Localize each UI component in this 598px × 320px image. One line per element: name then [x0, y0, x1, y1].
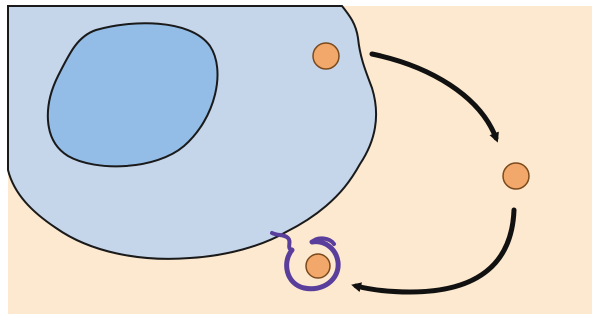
- particle-extracellular: [503, 163, 529, 189]
- particle-bound: [306, 254, 330, 278]
- particle-secreted: [313, 43, 339, 69]
